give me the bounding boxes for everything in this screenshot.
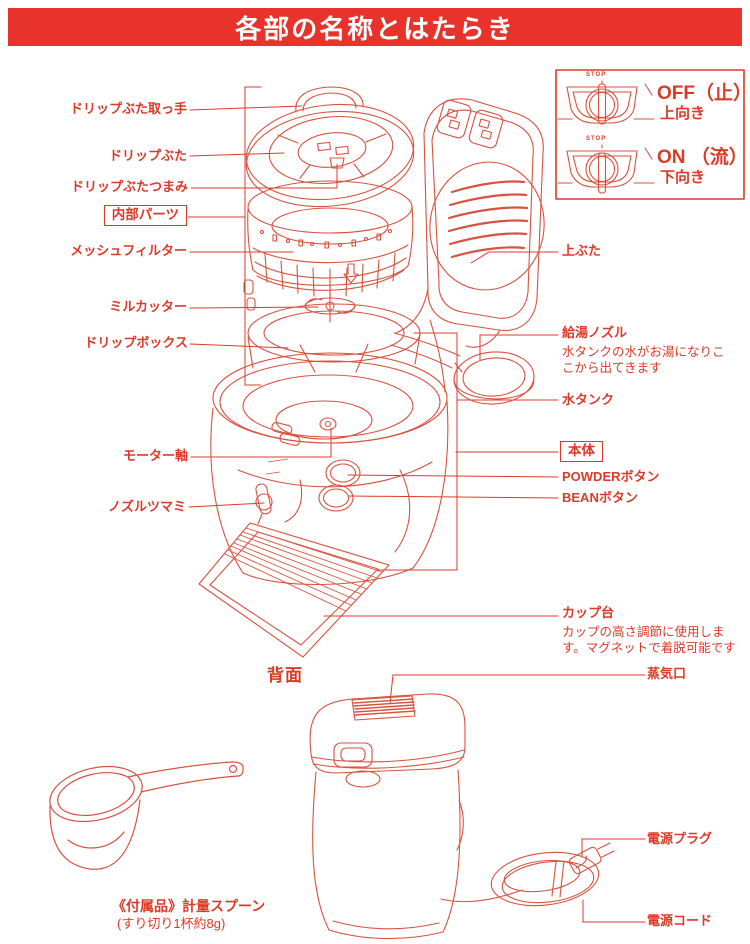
label-drip-lid-knob: ドリップぶたつまみ [70,179,188,194]
label-nozzle-knob: ノズルツマミ [107,499,186,514]
label-mill-cutter: ミルカッター [109,299,187,314]
main-body-art [210,352,449,586]
label-water-tank: 水タンク [562,392,615,407]
label-powder-button: POWDERボタン [562,469,660,484]
label-power-plug: 電源プラグ [647,831,713,846]
label-hot-water-nozzle: 給湯ノズル [562,325,628,340]
label-cup-stand: カップ台 [562,605,615,620]
hot-water-nozzle-desc-2: こから出てきます [562,361,662,375]
label-power-cord: 電源コード [647,913,713,928]
page-title: 各部の名称とはたらき [235,13,515,44]
label-drip-box: ドリップボックス [84,335,188,350]
exploded-view-drawing [198,86,545,658]
label-top-lid: 上ぶた [562,243,602,258]
hot-water-nozzle-art [390,332,535,405]
accessory-note: (すり切り1杯約8g) [117,916,226,931]
legend-box-art [555,69,745,200]
label-main-body: 本体 [560,441,603,462]
drip-lid-handle-art [295,86,364,113]
legend-off-label: OFF（止） [657,83,750,104]
cup-stand-desc-1: カップの高さ調節に使用しま [562,625,725,639]
drip-box-art [247,303,421,373]
rear-view-drawing [309,693,615,940]
stop-marking-on: STOP [586,136,607,142]
rear-view-heading: 背面 [267,666,303,685]
steam-vent-art [351,695,416,721]
legend-on-sub: 下向き [660,169,706,186]
leader-lines [187,86,646,923]
label-steam-vent: 蒸気口 [647,666,687,681]
accessory-name: 《付属品》計量スプーン [112,898,266,914]
label-mesh-filter: メッシュフィルター [70,243,187,258]
label-drip-lid-handle: ドリップぶた取っ手 [69,101,187,116]
title-banner: 各部の名称とはたらき [8,8,742,46]
mesh-filter-art [243,180,414,311]
drip-lid-art [245,103,415,208]
power-plug-art [568,842,615,875]
power-cord-art [440,851,600,907]
label-internal-parts: 内部パーツ [103,205,187,226]
legend-off-sub: 上向き [660,105,706,122]
label-drip-lid: ドリップぶた [108,148,187,163]
dial-on-illustration [557,144,655,194]
dial-off-illustration [557,80,655,125]
label-bean-button: BEANボタン [562,490,638,505]
cup-stand-desc-2: す。マグネットで着脱可能です [562,641,736,655]
hot-water-nozzle-desc-1: 水タンクの水がお湯になりこ [562,345,725,359]
legend-on-label: ON （流） [657,147,748,168]
stop-marking-off: STOP [586,72,607,78]
cup-stand-art [198,522,390,658]
top-lid-art [395,98,545,393]
spoon-drawing [49,761,244,870]
label-motor-shaft: モーター軸 [122,448,188,463]
